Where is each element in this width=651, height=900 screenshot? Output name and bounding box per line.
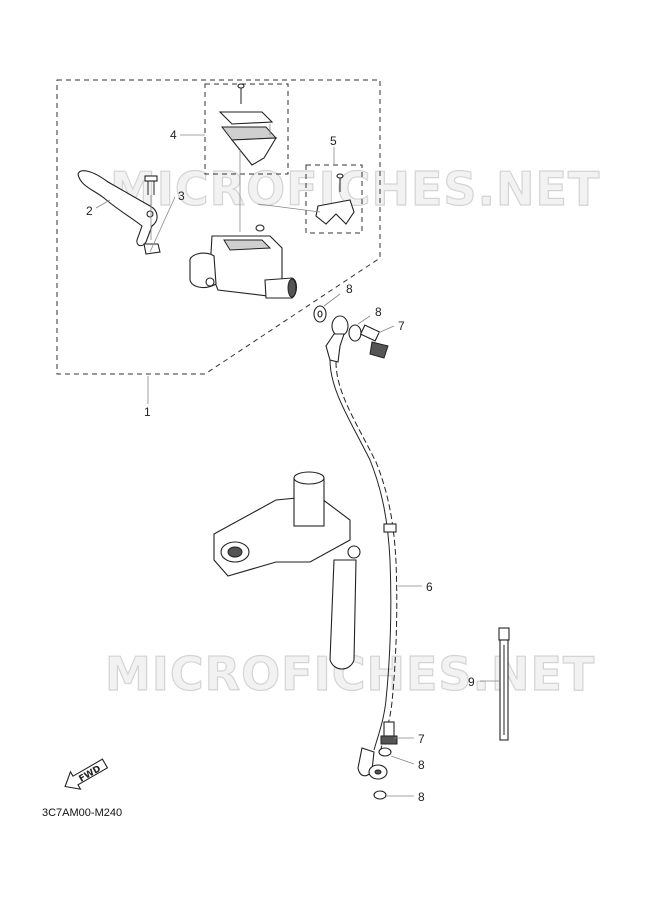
brake-hose (329, 359, 398, 753)
leader-7a (377, 325, 395, 334)
callout-3: 3 (178, 189, 185, 203)
banjo-fitting-lower (357, 747, 388, 780)
callout-8-upper-left: 8 (346, 282, 353, 296)
callout-8-upper-right: 8 (375, 305, 382, 319)
callout-7-upper: 7 (398, 319, 405, 333)
callout-2: 2 (86, 204, 93, 218)
leader-8b (357, 315, 371, 325)
callout-4: 4 (170, 128, 177, 142)
callout-7-lower: 7 (418, 732, 425, 746)
triple-clamp (213, 471, 361, 670)
washer-inner-1 (317, 310, 323, 318)
reservoir-cap (218, 111, 278, 232)
union-bolt-lower (380, 721, 398, 745)
washer-lower-2 (373, 790, 387, 800)
master-cylinder (189, 224, 298, 299)
handlebar-clamp (257, 173, 355, 225)
callout-8-lower-2: 8 (418, 790, 425, 804)
leader-8a (323, 293, 341, 307)
washer-upper-2 (348, 324, 362, 342)
brake-lever (77, 170, 158, 247)
callout-1: 1 (144, 405, 151, 419)
assembly-outline (56, 79, 381, 375)
callout-8-lower-1: 8 (418, 758, 425, 772)
pivot-bolt (143, 175, 176, 255)
leader-8c (390, 755, 415, 765)
washer-lower-1 (378, 747, 392, 757)
fwd-arrow-icon: FWD (64, 758, 109, 790)
union-bolt-upper (359, 324, 389, 359)
banjo-fitting-upper (325, 315, 349, 363)
group-box-4 (204, 83, 289, 175)
watermark-top: MICROFICHES.NET (110, 162, 600, 216)
cap-screw (237, 83, 245, 104)
callout-9: 9 (468, 675, 475, 689)
cable-tie (498, 627, 510, 741)
diagram-code: 3C7AM00-M240 (42, 807, 122, 819)
callout-5: 5 (330, 134, 337, 148)
callout-6: 6 (426, 580, 433, 594)
leader-2 (95, 199, 111, 209)
